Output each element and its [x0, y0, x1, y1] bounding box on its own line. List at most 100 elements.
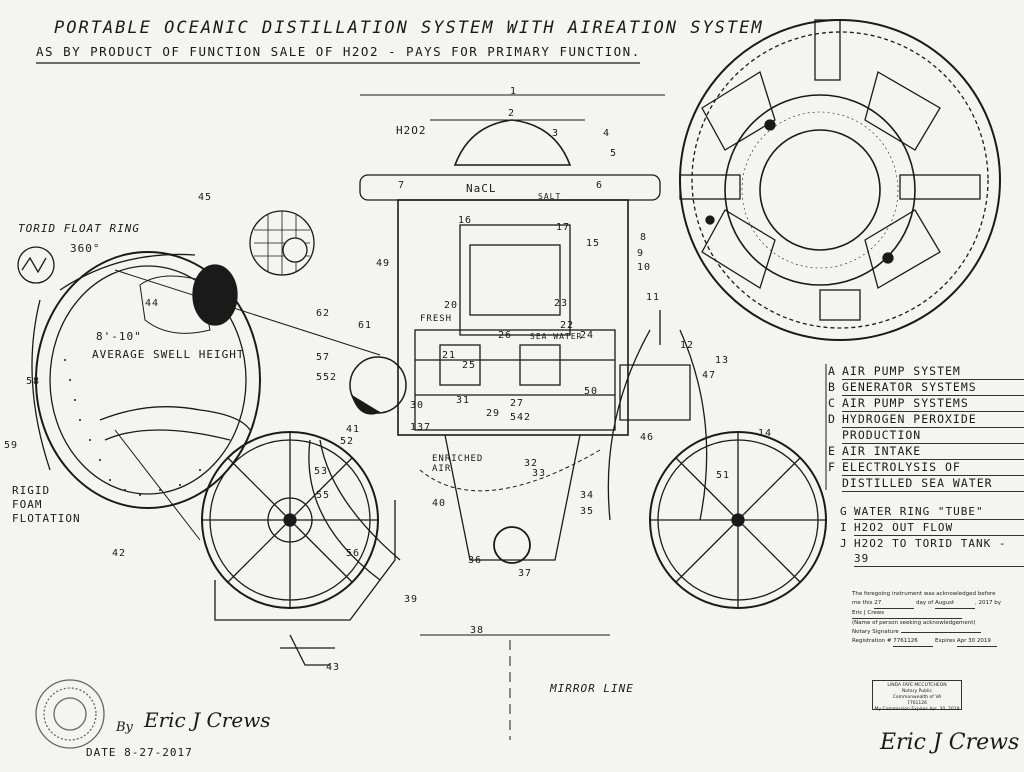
notary-line2: me this 27 day of August, 2017 by: [852, 599, 1022, 609]
author-signature: Eric J Crews: [144, 708, 271, 732]
drawing-subtitle: AS BY PRODUCT OF FUNCTION SALE OF H2O2 -…: [36, 44, 641, 59]
callout-number: 23: [554, 298, 569, 309]
callout-number: 15: [586, 238, 601, 249]
callout-number: 44: [145, 298, 160, 309]
label-salt: SALT: [538, 192, 562, 201]
callout-number: 32: [524, 458, 539, 469]
left-bracket: [214, 356, 407, 666]
callout-number: 7: [398, 180, 406, 191]
callout-number: 3: [552, 128, 560, 139]
notary-line1: The foregoing instrument was acknowledge…: [852, 591, 996, 597]
label-torid-float-ring: TORID FLOAT RING: [18, 222, 140, 235]
notary-line3: (Name of person seeking acknowledgement): [852, 620, 976, 626]
label-h2o2: H2O2: [396, 124, 427, 137]
callout-number: 1: [510, 86, 518, 97]
label-foam: FOAM: [12, 498, 43, 511]
callout-number: 11: [646, 292, 661, 303]
callout-number: 41: [346, 424, 361, 435]
notary-seal: [35, 679, 105, 749]
top-view-diagram: [679, 19, 1001, 341]
callout-number: 10: [637, 262, 652, 273]
right-bracket: [607, 310, 708, 521]
callout-number: 39: [404, 594, 419, 605]
callout-number: 45: [198, 192, 213, 203]
callout-number: 137: [410, 422, 432, 433]
callout-number: 6: [596, 180, 604, 191]
screen-disc: [249, 210, 315, 276]
callout-number: 55: [316, 490, 331, 501]
callout-number: 47: [702, 370, 717, 381]
belt-lines: [114, 269, 601, 541]
callout-number: 30: [410, 400, 425, 411]
callout-number: 14: [758, 428, 773, 439]
label-mirror-line: MIRROR LINE: [550, 682, 634, 695]
label-rigid: RIGID: [12, 484, 51, 497]
notary-block: The foregoing instrument was acknowledge…: [852, 590, 1022, 647]
callout-number: 26: [498, 330, 513, 341]
callout-number: 25: [462, 360, 477, 371]
label-average-swell-height: AVERAGE SWELL HEIGHT: [92, 348, 245, 361]
callout-number: 42: [112, 548, 127, 559]
callout-number: 24: [580, 330, 595, 341]
callout-number: 17: [556, 222, 571, 233]
drawing-title: PORTABLE OCEANIC DISTILLATION SYSTEM WIT…: [54, 18, 764, 38]
callout-number: 21: [442, 350, 457, 361]
label-sea-water: SEA WATER: [530, 332, 583, 341]
notary-year: 2017: [978, 600, 993, 606]
label-enriched-air: ENRICHED AIR: [432, 454, 484, 474]
signature-bottom-right: Eric J Crews: [880, 730, 1020, 755]
left-wheel: [201, 431, 379, 609]
callout-number: 52: [340, 436, 355, 447]
callout-number: 43: [326, 662, 341, 673]
notary-stamp: LINDA FAYE MCCUTCHEON Notary Public Comm…: [872, 680, 962, 712]
callout-number: 9: [637, 248, 645, 259]
callout-number: 62: [316, 308, 331, 319]
notary-month: August: [934, 599, 975, 609]
legend-row: DISTILLED SEA WATER: [828, 476, 1024, 492]
callout-number: 16: [458, 215, 473, 226]
notary-signature-row: Notary Signature: [852, 628, 1022, 637]
callout-number: 20: [444, 300, 459, 311]
torid-float-ring: [31, 251, 261, 509]
callout-number: 40: [432, 498, 447, 509]
callout-number: 8: [640, 232, 648, 243]
callout-number: 35: [580, 506, 595, 517]
callout-number: 36: [468, 555, 483, 566]
callout-number: 57: [316, 352, 331, 363]
foam-flotation-area: [64, 359, 201, 496]
torid-icon: [17, 246, 55, 284]
callout-number: 12: [680, 340, 695, 351]
callout-number: 27: [510, 398, 525, 409]
label-swell-height-value: 8'-10": [96, 330, 142, 343]
callout-number: 53: [314, 466, 329, 477]
callout-number: 59: [4, 440, 19, 451]
callout-number: 50: [584, 386, 599, 397]
label-nacl: NaCL: [466, 182, 497, 195]
callout-number: 4: [603, 128, 611, 139]
callout-number: 49: [376, 258, 391, 269]
label-flotation: FLOTATION: [12, 512, 81, 525]
legend-row: PRODUCTION: [828, 428, 1024, 444]
callout-number: 34: [580, 490, 595, 501]
callout-number: 29: [486, 408, 501, 419]
callout-number: 5: [610, 148, 618, 159]
callout-number: 552: [316, 372, 338, 383]
label-360: 360°: [70, 242, 101, 255]
notary-day: 27: [874, 599, 915, 609]
callout-number: 37: [518, 568, 533, 579]
callout-number: 2: [508, 108, 516, 119]
central-housing: [359, 119, 661, 564]
notary-name: Eric J Crews: [852, 609, 1022, 619]
callout-number: 542: [510, 412, 532, 423]
